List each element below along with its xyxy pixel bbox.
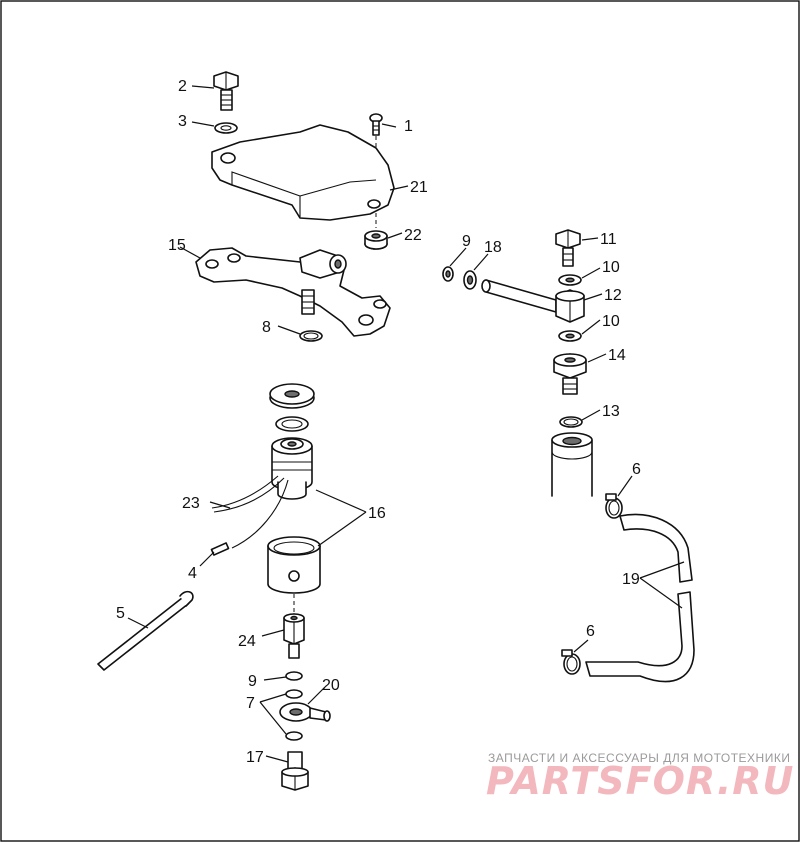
part-22-bushing bbox=[364, 230, 388, 250]
part-10-washer-lower bbox=[558, 330, 582, 342]
callout-3: 3 bbox=[178, 113, 187, 130]
callout-14: 14 bbox=[608, 347, 626, 364]
callout-24: 24 bbox=[238, 633, 256, 650]
part-12-banjo-tube bbox=[481, 279, 585, 323]
callout-23: 23 bbox=[182, 495, 200, 512]
part-9-washer-upper bbox=[442, 266, 454, 282]
watermark-tagline: ЗАПЧАСТИ И АКСЕССУАРЫ ДЛЯ МОТОТЕХНИКИ bbox=[488, 751, 790, 765]
part-17-banjo-bolt bbox=[281, 751, 309, 791]
part-16-pump-assembly bbox=[267, 383, 321, 612]
part-9-washer-lower bbox=[285, 671, 303, 681]
callout-17: 17 bbox=[246, 749, 264, 766]
part-15-lever-arm bbox=[195, 247, 391, 337]
part-5-rod bbox=[97, 590, 194, 671]
callout-9-lower: 9 bbox=[248, 673, 257, 690]
part-6-hose-clamp-upper bbox=[605, 493, 623, 519]
callout-9-upper: 9 bbox=[462, 233, 471, 250]
tank-boss bbox=[551, 432, 593, 497]
part-18-seal bbox=[463, 270, 477, 290]
callout-18: 18 bbox=[484, 239, 502, 256]
part-7-o-rings bbox=[285, 689, 303, 741]
callout-11: 11 bbox=[600, 231, 617, 248]
callout-20: 20 bbox=[322, 677, 340, 694]
part-6-hose-clamp-lower bbox=[561, 649, 581, 675]
part-8-o-ring bbox=[299, 330, 323, 342]
part-14-fitting bbox=[553, 353, 587, 395]
watermark-brand: PARTSFOR.RU bbox=[486, 759, 794, 803]
callout-16: 16 bbox=[368, 505, 386, 522]
callout-5: 5 bbox=[116, 605, 125, 622]
part-4-wire-terminal bbox=[210, 479, 289, 556]
part-19-fuel-hose bbox=[585, 513, 695, 683]
callout-10-upper: 10 bbox=[602, 259, 620, 276]
callout-7: 7 bbox=[246, 695, 255, 712]
part-10-washer-upper bbox=[558, 274, 582, 286]
part-24-adapter bbox=[283, 613, 305, 659]
callout-2: 2 bbox=[178, 78, 187, 95]
callout-labels: 1 2 3 4 5 6 6 7 8 9 9 10 10 11 12 13 14 … bbox=[116, 78, 641, 766]
part-2-hex-bolt bbox=[213, 71, 239, 111]
callout-6-lower: 6 bbox=[586, 623, 595, 640]
callout-12: 12 bbox=[604, 287, 622, 304]
part-11-bolt bbox=[555, 229, 581, 267]
part-20-banjo-fitting bbox=[279, 702, 331, 722]
callout-10-lower: 10 bbox=[602, 313, 620, 330]
callout-22: 22 bbox=[404, 227, 422, 244]
leader-lines bbox=[127, 85, 685, 763]
callout-15: 15 bbox=[168, 237, 186, 254]
callout-21: 21 bbox=[410, 179, 428, 196]
part-23-wire bbox=[211, 475, 285, 513]
callout-1: 1 bbox=[404, 118, 413, 135]
part-13-o-ring bbox=[559, 416, 583, 428]
callout-13: 13 bbox=[602, 403, 620, 420]
callout-19: 19 bbox=[622, 571, 640, 588]
callout-4: 4 bbox=[188, 565, 197, 582]
callout-8: 8 bbox=[262, 319, 271, 336]
part-3-lock-washer bbox=[214, 122, 238, 134]
watermark: ЗАПЧАСТИ И АКСЕССУАРЫ ДЛЯ МОТОТЕХНИКИ PA… bbox=[486, 751, 794, 803]
part-21-bracket-plate bbox=[211, 124, 395, 221]
callout-6-upper: 6 bbox=[632, 461, 641, 478]
